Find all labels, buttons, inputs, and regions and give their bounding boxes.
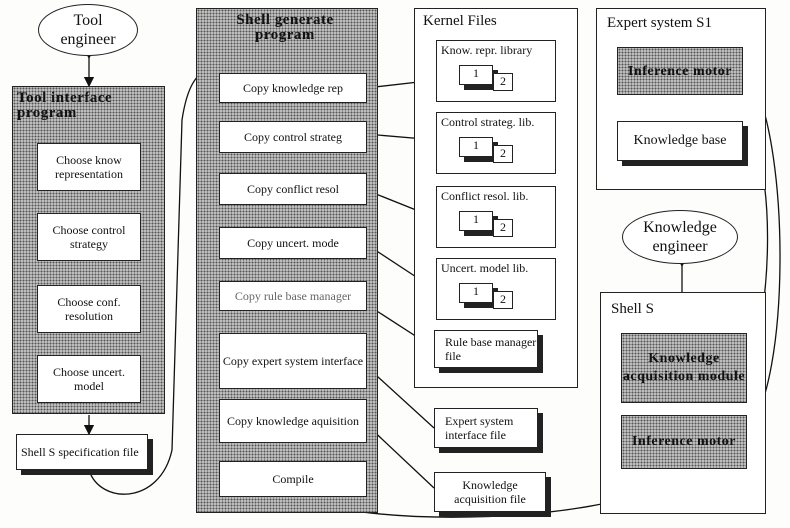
lib-item-2: 2 — [493, 73, 513, 91]
library-know-repr-label: Know. repr. library — [441, 43, 533, 57]
shell-generate-panel: Shell generate program Copy knowledge re… — [196, 8, 378, 513]
lib-item-1: 1 — [459, 137, 493, 157]
lib-item-1: 1 — [459, 211, 493, 231]
tool-engineer-label: Tool engineer — [60, 12, 116, 48]
step-choose-conf-resolution[interactable]: Choose conf. resolution — [37, 285, 141, 333]
tool-interface-panel: Tool interface program Choose know repre… — [12, 86, 165, 414]
expert-system-interface-file[interactable]: Expert system interface file — [434, 408, 538, 448]
knowledge-engineer-label: Knowledge engineer — [643, 219, 717, 255]
shell-spec-file[interactable]: Shell S specification file — [16, 434, 148, 470]
lib-item-1: 1 — [459, 283, 493, 303]
knowledge-base[interactable]: Knowledge base — [617, 121, 743, 161]
step-copy-control-strateg[interactable]: Copy control strateg — [219, 121, 367, 153]
lib-item-1: 1 — [459, 65, 493, 85]
knowledge-acquisition-file[interactable]: Knowledge acquisition file — [434, 472, 546, 512]
library-control-strateg-label: Control strateg. lib. — [441, 115, 535, 129]
library-know-repr[interactable]: Know. repr. library 1 2 — [436, 40, 556, 102]
knowledge-acquisition-module[interactable]: Knowledge acquisition module — [621, 333, 747, 403]
knowledge-engineer-node: Knowledge engineer — [622, 210, 738, 264]
shell-s-title: Shell S — [611, 301, 654, 317]
kernel-files-title: Kernel Files — [423, 13, 497, 29]
expert-system-panel: Expert system S1 Inference motor Knowled… — [596, 8, 766, 190]
expert-inference-motor[interactable]: Inference motor — [617, 47, 743, 95]
shell-inference-motor[interactable]: Inference motor — [621, 415, 747, 469]
tool-engineer-node: Tool engineer — [38, 4, 138, 56]
library-conflict-resol-label: Conflict resol. lib. — [441, 189, 529, 203]
step-copy-knowledge-rep[interactable]: Copy knowledge rep — [219, 73, 367, 103]
step-copy-uncert-mode[interactable]: Copy uncert. mode — [219, 227, 367, 259]
step-copy-rule-base-manager[interactable]: Copy rule base manager — [219, 281, 367, 311]
expert-system-title: Expert system S1 — [607, 15, 712, 31]
step-choose-know-representation[interactable]: Choose know representation — [37, 143, 141, 191]
library-conflict-resol[interactable]: Conflict resol. lib. 1 2 — [436, 186, 556, 248]
library-control-strateg[interactable]: Control strateg. lib. 1 2 — [436, 112, 556, 174]
step-copy-expert-system-interface[interactable]: Copy expert system interface — [219, 333, 367, 389]
step-choose-control-strategy[interactable]: Choose control strategy — [37, 213, 141, 261]
library-uncert-model-label: Uncert. model lib. — [441, 261, 529, 275]
step-choose-uncert-model[interactable]: Choose uncert. model — [37, 355, 141, 403]
tool-interface-title: Tool interface program — [17, 90, 113, 121]
lib-item-2: 2 — [493, 219, 513, 237]
step-copy-conflict-resol[interactable]: Copy conflict resol — [219, 173, 367, 205]
library-uncert-model[interactable]: Uncert. model lib. 1 2 — [436, 258, 556, 320]
shell-generate-title: Shell generate program — [236, 12, 334, 43]
rule-base-manager-file[interactable]: Rule base manager file — [434, 330, 538, 368]
lib-item-2: 2 — [493, 291, 513, 309]
shell-s-panel: Shell S Knowledge acquisition module Inf… — [600, 292, 766, 514]
step-copy-knowledge-aquisition[interactable]: Copy knowledge aquisition — [219, 399, 367, 443]
lib-item-2: 2 — [493, 145, 513, 163]
step-compile[interactable]: Compile — [219, 461, 367, 497]
